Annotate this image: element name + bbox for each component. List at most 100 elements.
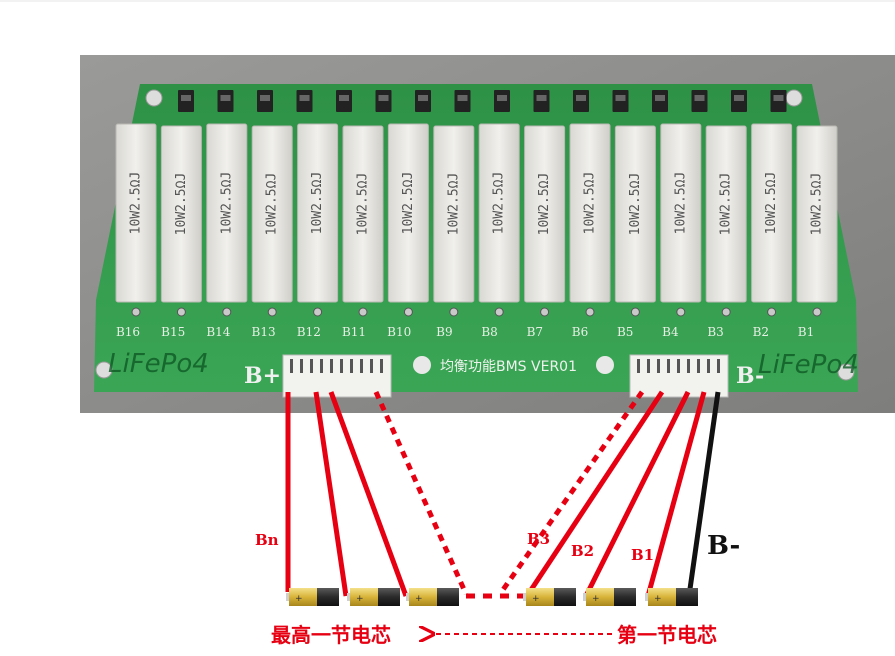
connector-pin (320, 359, 323, 373)
resistor-body (342, 125, 384, 303)
battery-gold-cap (586, 588, 614, 606)
cell-label: B7 (527, 325, 543, 339)
solder-pad (449, 307, 459, 317)
battery-plus-sign: + (356, 594, 364, 604)
chip-marking (536, 95, 547, 101)
battery-gold-cap (648, 588, 676, 606)
solder-pad (812, 307, 822, 317)
resistor-rating: 10W2.5ΩJ (310, 172, 325, 235)
resistor: 10W2.5ΩJ (569, 123, 611, 317)
battery-gold-cap (289, 588, 317, 606)
cell-label: B13 (252, 325, 276, 339)
battery-terminal (406, 593, 409, 601)
solder-pad (131, 307, 141, 317)
battery-dark-body (317, 588, 339, 606)
solder-pad (540, 307, 550, 317)
battery-terminal (347, 593, 350, 601)
mosfet-chips (178, 90, 787, 112)
connector-pin (300, 359, 303, 373)
battery: + (286, 588, 339, 606)
cell-label: B11 (342, 325, 366, 339)
battery-plus-sign: + (532, 594, 540, 604)
resistor: 10W2.5ΩJ (796, 125, 838, 317)
board-title: 均衡功能BMS VER01 (440, 359, 577, 375)
solder-pad (630, 307, 640, 317)
resistor-body (705, 125, 747, 303)
resistor-rating: 10W2.5ΩJ (628, 173, 643, 236)
resistor: 10W2.5ΩJ (160, 125, 202, 317)
resistor-rating: 10W2.5ΩJ (673, 172, 688, 235)
mount-hole-bottom-right (837, 363, 855, 381)
connector-pin (717, 359, 720, 373)
resistor-body (614, 125, 656, 303)
resistor-body (251, 125, 293, 303)
connector-pin (290, 359, 293, 373)
connector-left (282, 354, 392, 398)
battery-dark-body (378, 588, 400, 606)
label-b3: B3 (527, 530, 550, 548)
chip-marking (260, 95, 270, 101)
cell-label: B4 (662, 325, 679, 339)
highest-cell-label: 最高一节电芯 (271, 623, 391, 647)
mount-hole-top-left (145, 89, 163, 107)
cell-label: B16 (116, 325, 140, 339)
chip-marking (220, 95, 231, 101)
resistor-rating: 10W2.5ΩJ (129, 172, 144, 235)
brand-logo-right: LiFePo4 (758, 350, 859, 380)
battery: + (347, 588, 400, 606)
wires (285, 390, 721, 599)
chip-marking (615, 95, 626, 101)
connector-pin (340, 359, 343, 373)
cell-label: B5 (617, 325, 633, 339)
wire-bminus (686, 391, 721, 597)
battery-terminal (286, 593, 289, 601)
resistor-body (796, 125, 838, 303)
resistor: 10W2.5ΩJ (342, 125, 384, 317)
chip-marking (418, 95, 428, 101)
battery-plus-sign: + (295, 594, 303, 604)
label-bminus: B- (707, 531, 740, 561)
connector-pin (310, 359, 313, 373)
chip-marking (378, 95, 389, 101)
connector-pin (677, 359, 680, 373)
battery: + (645, 588, 698, 606)
bminus-board-label: B- (736, 363, 764, 389)
label-b1: B1 (631, 546, 654, 564)
solder-pad (176, 307, 186, 317)
battery-gold-cap (526, 588, 554, 606)
chip-marking (339, 95, 349, 101)
label-b2: B2 (571, 542, 594, 560)
resistor-rating: 10W2.5ΩJ (356, 173, 371, 236)
resistor-rating: 10W2.5ΩJ (810, 173, 825, 236)
chip-marking (694, 95, 705, 101)
cell-label: B8 (481, 325, 497, 339)
resistor-body (660, 123, 702, 303)
chip-marking (576, 95, 586, 101)
wire-dashed-left (373, 390, 469, 596)
battery-gold-cap (409, 588, 437, 606)
resistor: 10W2.5ΩJ (524, 125, 566, 317)
cell-label: B6 (572, 325, 588, 339)
resistor-rating: 10W2.5ΩJ (219, 172, 234, 235)
brand-logo-left: LiFePo4 (108, 349, 209, 379)
battery-terminal (645, 593, 648, 601)
mount-hole-top-right (785, 89, 803, 107)
bplus-label: B+ (244, 363, 281, 389)
solder-pad (403, 307, 413, 317)
connector-pin (647, 359, 650, 373)
cell-label: B15 (161, 325, 185, 339)
cell-label: B1 (798, 325, 814, 339)
cell-label: B3 (707, 325, 723, 339)
solder-pad (721, 307, 731, 317)
chip-marking (181, 95, 191, 101)
connector-pin (380, 359, 383, 373)
battery-gold-cap (350, 588, 378, 606)
battery-dark-body (437, 588, 459, 606)
cell-label: B12 (297, 325, 321, 339)
resistor-body (524, 125, 566, 303)
resistor-body (433, 125, 475, 303)
chip-marking (655, 95, 665, 101)
chip-marking (457, 95, 468, 101)
